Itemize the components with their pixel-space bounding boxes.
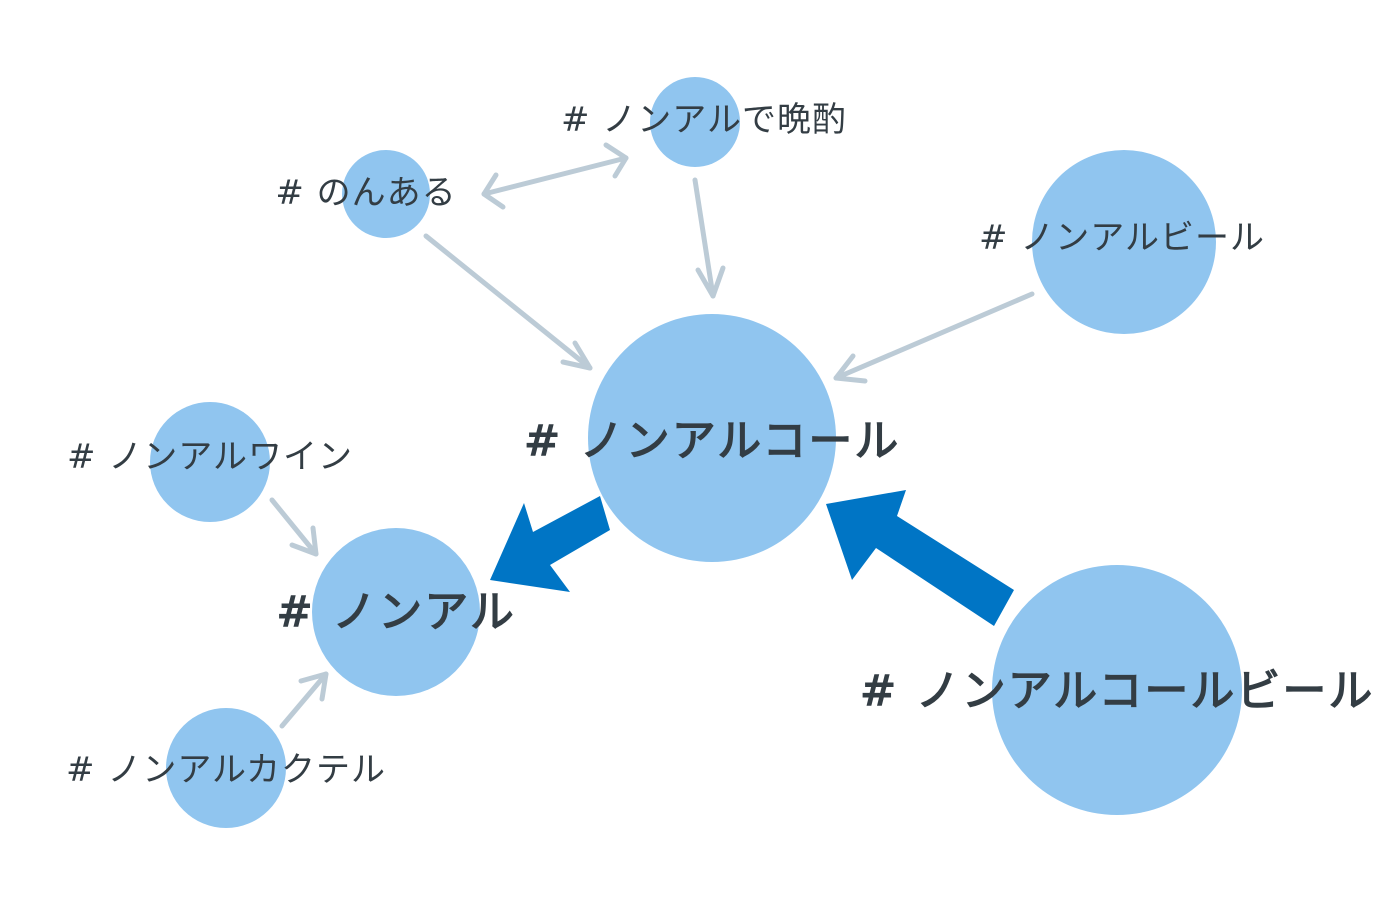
node-nonal-banshaku[interactable] (650, 77, 740, 167)
edge-nonal-wine-nonal (269, 497, 319, 557)
label-nonaru: # のんある (275, 173, 456, 213)
edges-layer (269, 142, 1035, 729)
label-nonal-wine: # ノンアルワイン (67, 437, 353, 477)
node-nonal-wine[interactable] (150, 402, 270, 522)
node-nonalcohol[interactable] (588, 314, 836, 562)
label-nonal-beer: # ノンアルビール (979, 218, 1265, 258)
edge-nonal-banshaku-nonalcohol (692, 177, 726, 299)
edge-nonaru-nonal-banshaku (481, 142, 629, 210)
label-nonal-banshaku: # ノンアルで晩酌 (561, 100, 847, 140)
node-nonal-cocktail[interactable] (166, 708, 286, 828)
node-nonal[interactable] (312, 528, 480, 696)
node-nonal-beer[interactable] (1032, 150, 1216, 334)
label-nonal-cocktail: # ノンアルカクテル (66, 750, 386, 790)
node-nonalcohol-beer[interactable] (992, 565, 1242, 815)
edge-nonalcohol-beer-nonalcohol (826, 490, 1014, 626)
label-nonal: # ノンアル (276, 587, 516, 638)
edge-nonal-cocktail-nonal (279, 671, 329, 729)
edge-nonalcohol-nonal (490, 496, 610, 592)
edge-nonal-beer-nonalcohol (833, 291, 1035, 384)
node-nonaru[interactable] (342, 150, 430, 238)
edge-nonaru-nonalcohol (423, 233, 593, 371)
label-nonalcohol: # ノンアルコール (524, 416, 901, 467)
label-nonalcohol-beer: # ノンアルコールビール (860, 666, 1375, 717)
labels-layer: # ノンアルで晩酌 # のんある # ノンアルビール # ノンアルコール # ノ… (66, 100, 1375, 790)
nodes-layer (150, 77, 1242, 828)
